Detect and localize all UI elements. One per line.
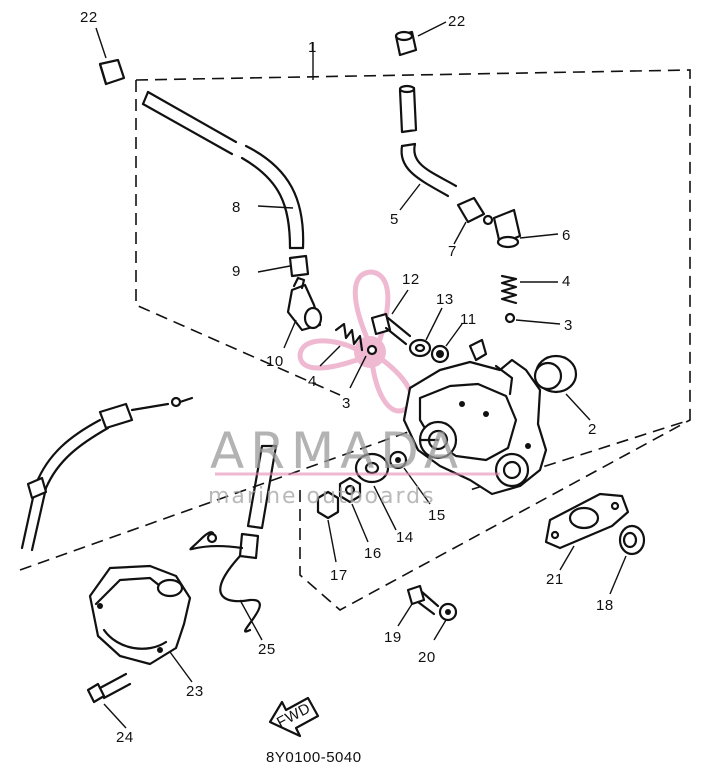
callout-21: 21 — [546, 571, 564, 588]
assembly-boundary — [19, 42, 691, 611]
part-23-cover — [88, 564, 193, 683]
control-cable — [20, 396, 194, 552]
callout-25: 25 — [258, 641, 276, 658]
callout-15: 15 — [428, 507, 446, 524]
part-4-spring-right — [500, 274, 558, 305]
callout-7: 7 — [448, 243, 457, 260]
callout-11: 11 — [460, 311, 477, 328]
callout-10: 10 — [266, 353, 284, 370]
callout-3-left: 3 — [342, 395, 351, 412]
callout-22-right: 22 — [448, 13, 466, 30]
part-25-sensor — [189, 444, 278, 641]
callout-3-right: 3 — [564, 317, 573, 334]
part-17-nut — [316, 490, 340, 563]
callout-22-left: 22 — [80, 9, 98, 26]
part-22-cap-right — [394, 21, 447, 57]
part-2-oil-seal — [533, 354, 591, 421]
part-22-cap-left — [95, 27, 126, 86]
part-5-hose — [398, 84, 458, 211]
callout-labels: 22 22 1 8 5 6 7 9 12 4 13 11 3 10 4 3 2 … — [80, 9, 614, 746]
part-4-spring-left — [319, 322, 364, 367]
fwd-arrow: FWD — [268, 696, 320, 738]
part-11-o-ring — [430, 323, 463, 364]
part-6-elbow — [482, 208, 559, 249]
part-10-elbow-fitting — [283, 276, 323, 349]
callout-14: 14 — [396, 529, 414, 546]
part-7-connector — [453, 196, 486, 245]
callout-20: 20 — [418, 649, 436, 666]
part-3-ball-left — [349, 344, 378, 389]
part-8-hose — [141, 90, 305, 250]
callout-4-right: 4 — [562, 273, 571, 290]
part-16-nut — [338, 476, 369, 543]
part-20-washer — [433, 602, 458, 641]
callout-4-left: 4 — [308, 373, 317, 390]
part-12-bolt — [370, 289, 412, 346]
callout-18: 18 — [596, 597, 614, 614]
callout-12: 12 — [402, 271, 420, 288]
part-19-bolt — [397, 584, 440, 627]
callout-8: 8 — [232, 199, 241, 216]
watermark-subtitle: marine outboards — [208, 484, 436, 509]
watermark-title: ARMADA — [210, 422, 464, 480]
callout-24: 24 — [116, 729, 134, 746]
part-18-washer — [609, 524, 646, 595]
callout-16: 16 — [364, 545, 382, 562]
part-13-washer — [408, 307, 443, 358]
callout-23: 23 — [186, 683, 204, 700]
part-21-gasket — [544, 492, 630, 571]
callout-13: 13 — [436, 291, 454, 308]
callout-5: 5 — [390, 211, 399, 228]
callout-6: 6 — [562, 227, 571, 244]
oil-pump-body — [402, 338, 548, 496]
part-24-bolt — [86, 672, 132, 729]
drawing-code: 8Y0100-5040 — [266, 749, 362, 766]
callout-2: 2 — [588, 421, 597, 438]
callout-19: 19 — [384, 629, 402, 646]
part-9-clamp — [257, 254, 310, 278]
callout-17: 17 — [330, 567, 348, 584]
part-3-ball-right — [504, 312, 561, 325]
watermark: ARMADA marine outboards — [208, 422, 500, 509]
part-15-washer — [388, 450, 431, 505]
callout-1: 1 — [308, 39, 317, 56]
callout-9: 9 — [232, 263, 241, 280]
